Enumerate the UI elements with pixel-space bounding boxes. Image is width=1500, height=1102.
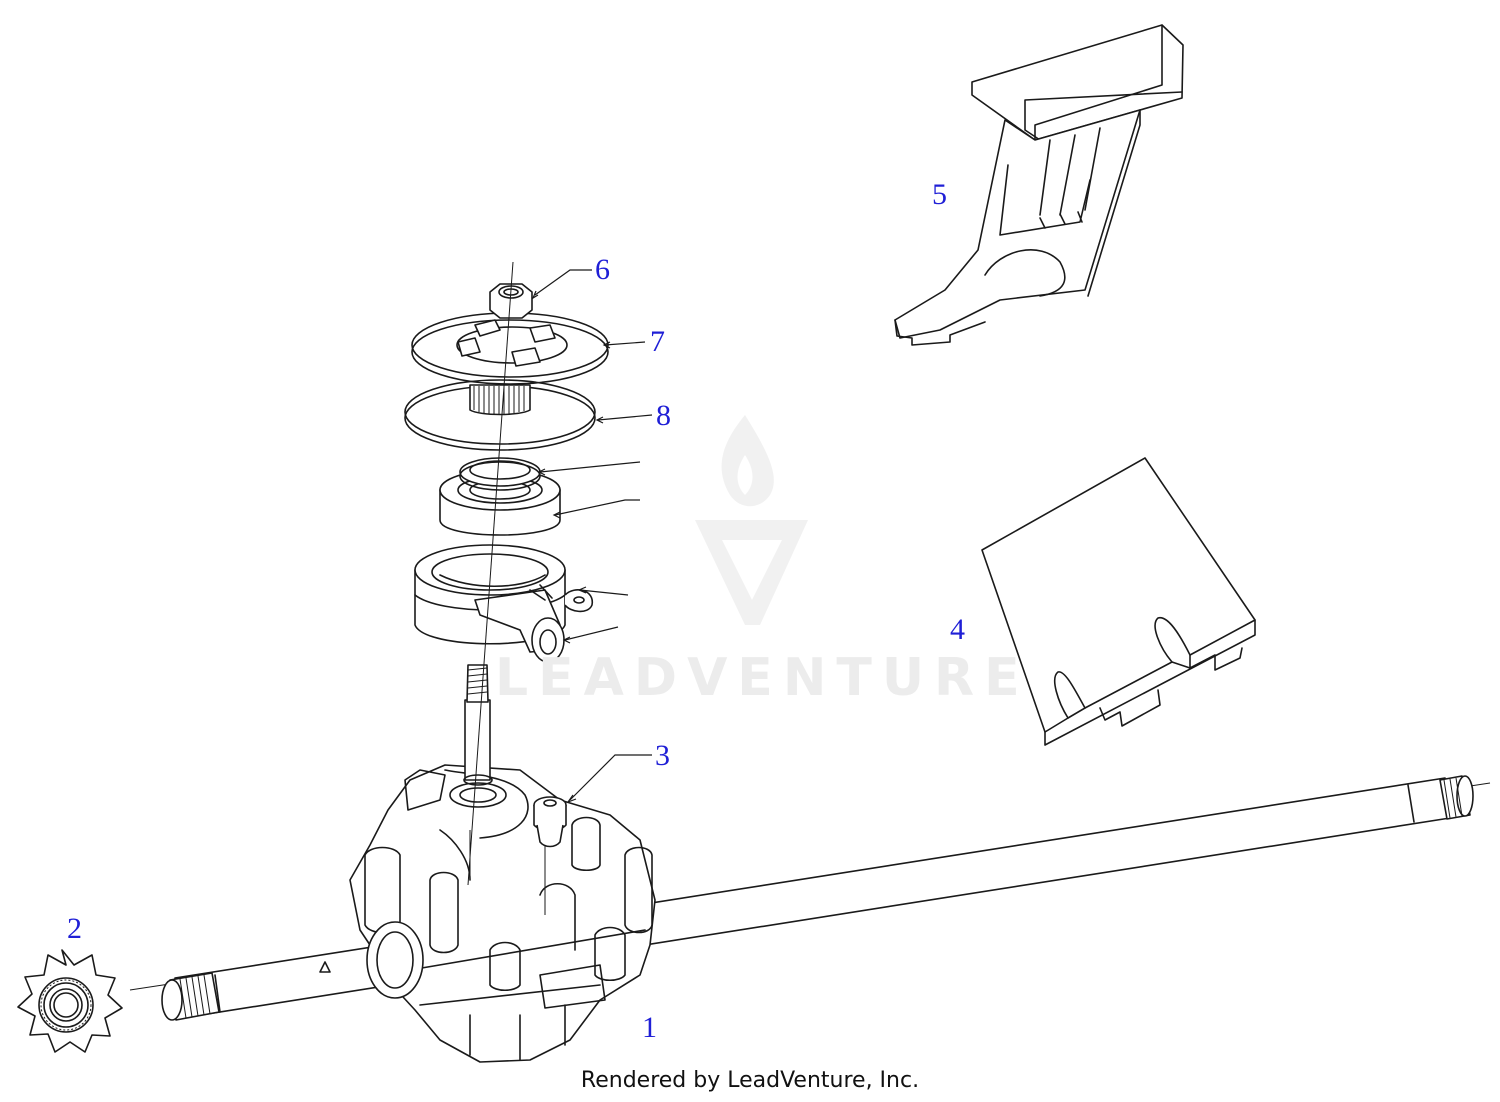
part-4-plate[interactable] [981,457,1256,746]
centerline [467,261,514,886]
callout-2[interactable]: 2 [67,912,82,945]
footer-credit: Rendered by LeadVenture, Inc. [580,1068,920,1093]
watermark-logo [695,415,808,625]
callout-3[interactable]: 3 [655,739,670,772]
callout-7[interactable]: 7 [650,325,665,358]
part-3-breather-plug[interactable] [533,796,567,915]
callout-6[interactable]: 6 [595,253,610,286]
washer-ring[interactable] [459,457,541,491]
callout-4[interactable]: 4 [950,613,965,646]
leader-lines [531,269,653,804]
part-7-upper-sheave[interactable] [411,312,609,385]
axle-shaft[interactable] [129,775,1491,1021]
input-shaft[interactable] [463,664,493,786]
callout-5[interactable]: 5 [932,178,947,211]
part-5-bracket-guard[interactable] [894,24,1184,346]
watermark-text: LEADVENTURE [495,648,1030,708]
callout-1[interactable]: 1 [642,1011,657,1044]
part-1-transmission-housing[interactable] [349,764,656,1063]
callout-8[interactable]: 8 [656,399,671,432]
part-8-lower-sheave[interactable] [404,379,596,451]
collar-housing[interactable] [414,544,593,663]
part-2-star-gear[interactable] [17,949,123,1053]
